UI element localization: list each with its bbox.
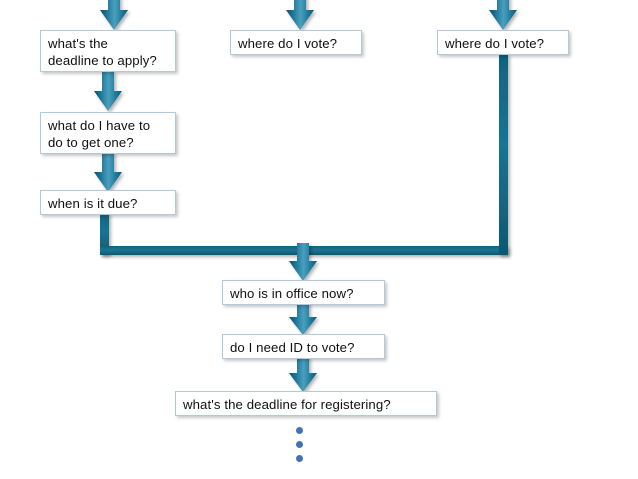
arrow-do-i-need-id-to-deadline-registering — [286, 356, 320, 394]
arrow-into-deadline-to-apply — [97, 0, 131, 32]
connector-merge-bus — [98, 54, 518, 264]
ellipsis-dot — [296, 455, 303, 462]
ellipsis-dot — [296, 441, 303, 448]
node-who-is-in-office-now[interactable]: who is in office now? — [222, 280, 385, 305]
arrow-what-do-i-have-to-when-is-it-due — [91, 152, 125, 194]
node-do-i-need-id-to-vote[interactable]: do I need ID to vote? — [222, 334, 385, 359]
node-when-is-it-due[interactable]: when is it due? — [40, 190, 176, 215]
arrow-bus-to-who-is-in-office — [286, 243, 320, 283]
arrow-deadline-to-what-do-i-have — [91, 71, 125, 113]
arrow-who-is-in-office-to-do-i-need-id — [286, 301, 320, 337]
continuation-ellipsis — [296, 427, 303, 462]
node-what-do-i-have-to-do[interactable]: what do I have to do to get one? — [40, 112, 176, 154]
node-deadline-to-apply[interactable]: what's the deadline to apply? — [40, 30, 176, 72]
node-deadline-for-registering[interactable]: what's the deadline for registering? — [175, 391, 437, 416]
node-where-do-i-vote-right[interactable]: where do I vote? — [437, 30, 569, 55]
node-where-do-i-vote-middle[interactable]: where do I vote? — [230, 30, 362, 55]
ellipsis-dot — [296, 427, 303, 434]
arrow-into-where-do-i-vote-right — [486, 0, 520, 32]
arrow-into-where-do-i-vote-middle — [283, 0, 317, 32]
